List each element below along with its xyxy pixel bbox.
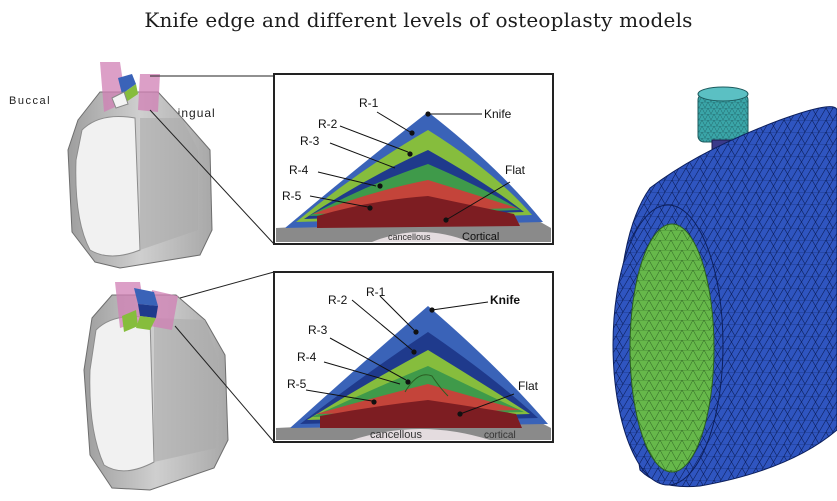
bottom-label-r1: R-1 xyxy=(366,285,386,299)
top-label-r4: R-4 xyxy=(289,163,309,177)
top-label-r2: R-2 xyxy=(318,117,338,131)
top-label-flat: Flat xyxy=(505,163,526,177)
fe-mesh-model xyxy=(613,87,837,487)
zoom-panel-top xyxy=(274,74,553,244)
bottom-label-flat: Flat xyxy=(518,379,539,393)
bottom-label-r4: R-4 xyxy=(297,350,317,364)
top-label-r1: R-1 xyxy=(359,96,379,110)
top-label-cortical: Cortical xyxy=(462,231,499,243)
bottom-label-cortical: cortical xyxy=(484,430,516,441)
top-label-r5: R-5 xyxy=(282,189,302,203)
bone-model-bottom xyxy=(84,282,228,490)
bottom-label-r2: R-2 xyxy=(328,293,348,307)
top-label-knife: Knife xyxy=(484,107,512,121)
top-label-cancellous: cancellous xyxy=(388,232,431,242)
top-label-r3: R-3 xyxy=(300,134,320,148)
bottom-label-knife: Knife xyxy=(490,293,520,307)
bottom-label-r3: R-3 xyxy=(308,323,328,337)
bottom-label-cancellous: cancellous xyxy=(370,429,422,441)
bone-model-top xyxy=(68,62,212,268)
bottom-label-r5: R-5 xyxy=(287,377,307,391)
